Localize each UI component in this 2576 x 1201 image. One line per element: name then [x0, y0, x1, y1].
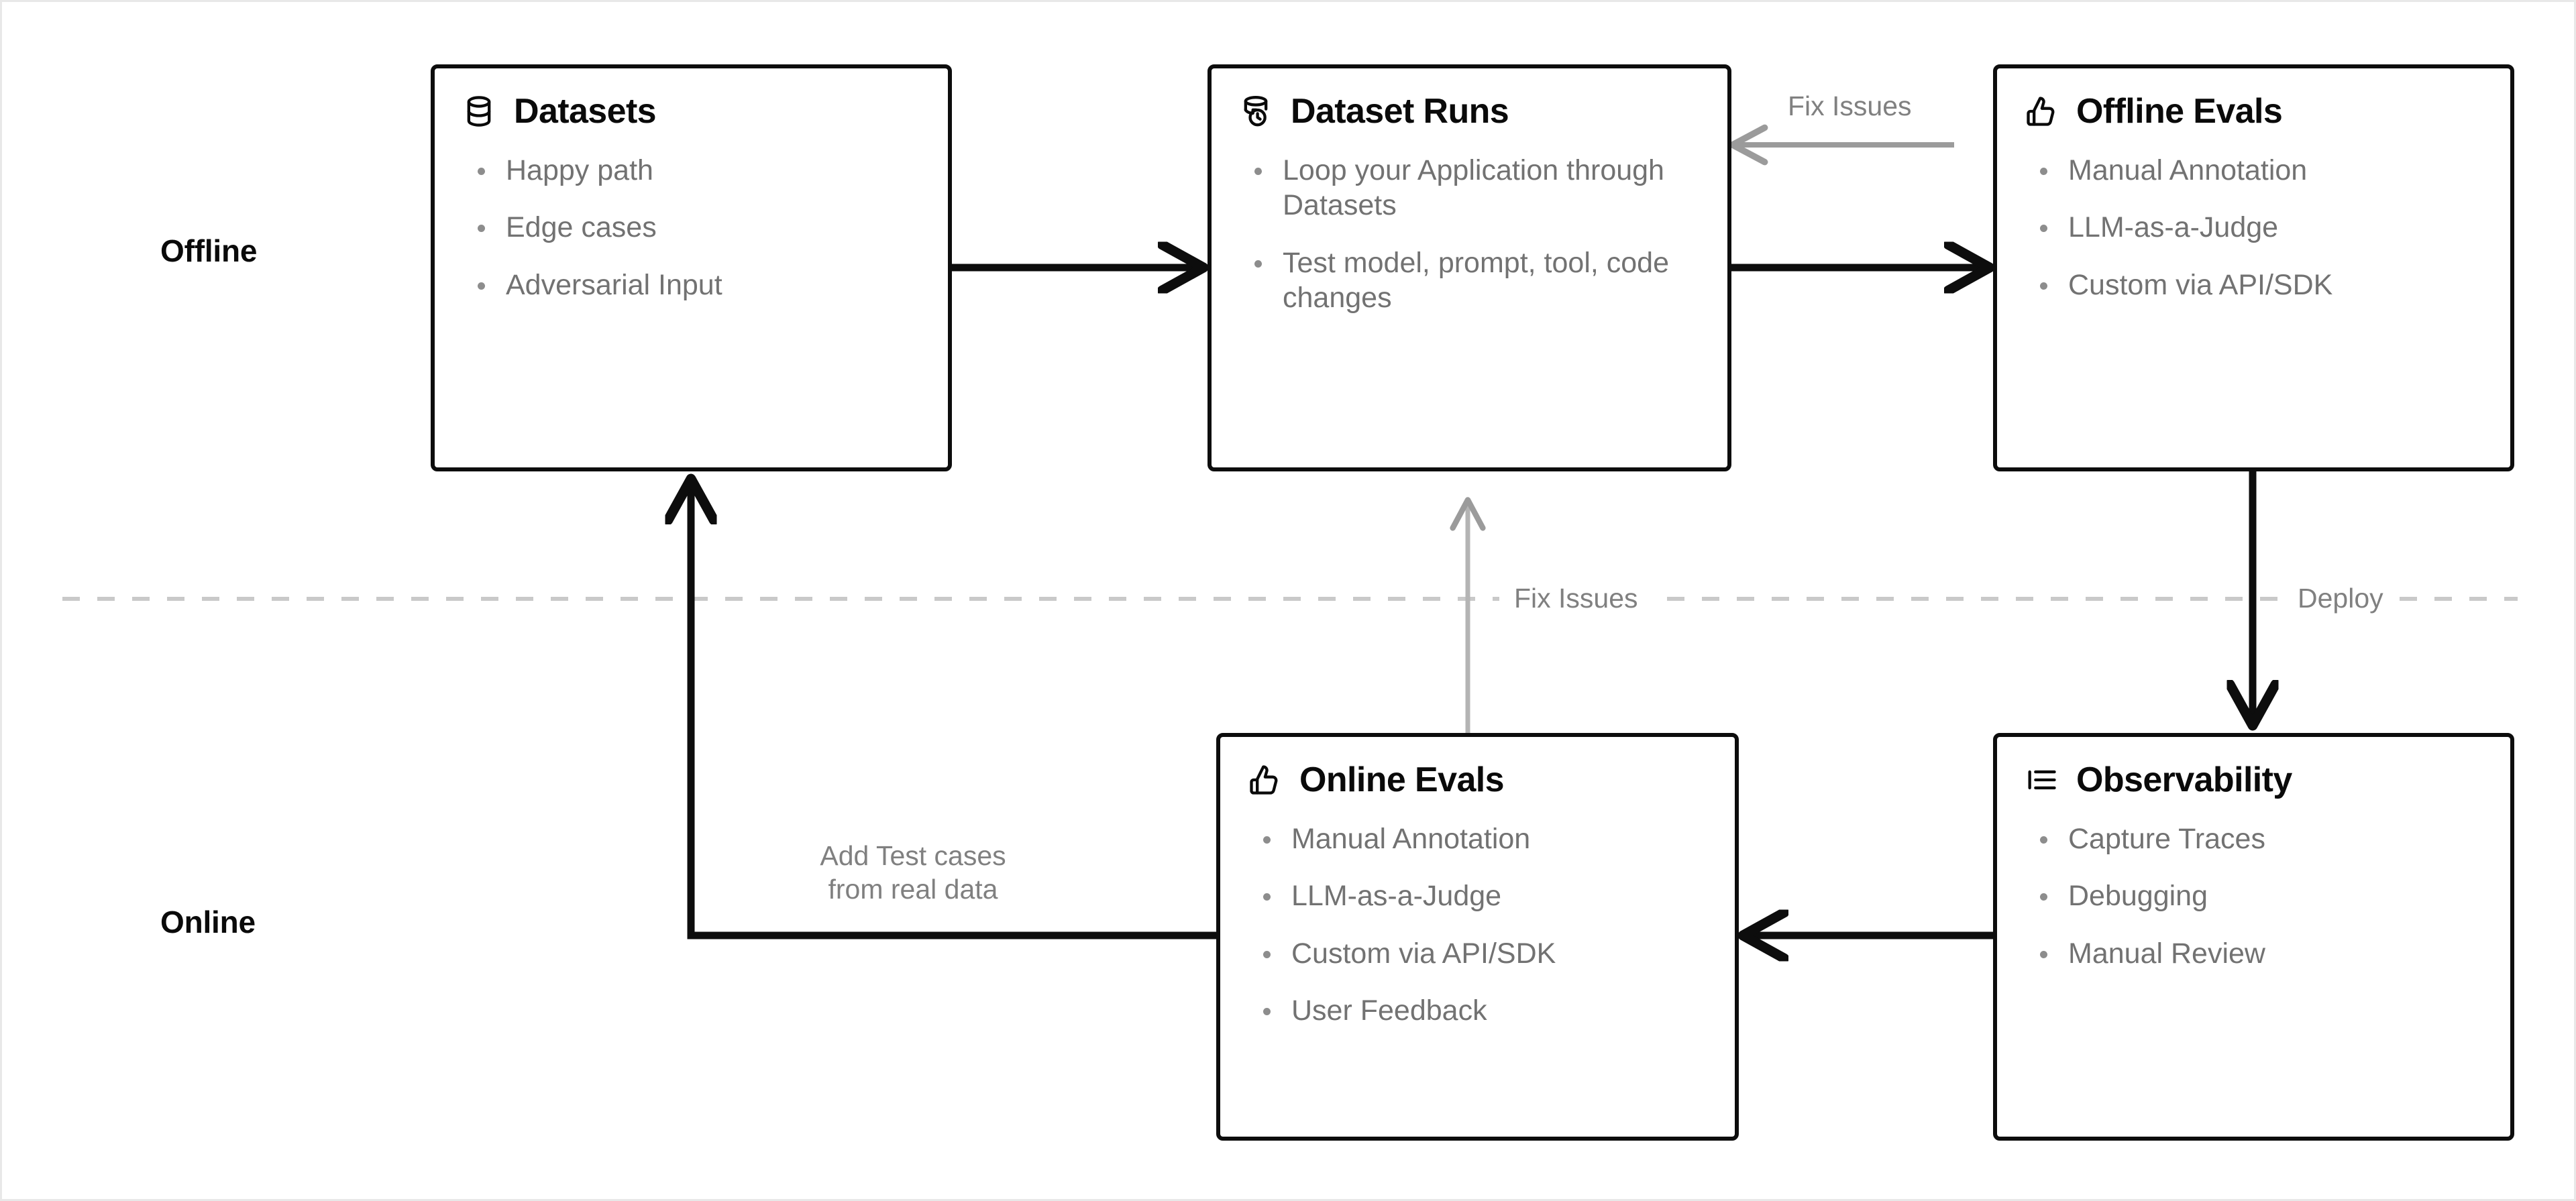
node-dataset-runs-title: Dataset Runs [1291, 92, 1509, 131]
edge-label-fix-issues-top: Fix Issues [1788, 91, 1912, 121]
node-offline-evals-header: Offline Evals [1997, 68, 2510, 129]
node-offline-evals[interactable]: Offline Evals Manual Annotation LLM-as-a… [1993, 64, 2514, 471]
node-dataset-runs-header: Dataset Runs [1212, 68, 1727, 129]
edge-label-add-test-cases-line2: from real data [828, 874, 998, 905]
thumbs-up-icon [1247, 762, 1282, 797]
node-observability[interactable]: Observability Capture Traces Debugging M… [1993, 733, 2514, 1141]
node-online-evals-title: Online Evals [1299, 760, 1505, 799]
list-item: Edge cases [476, 210, 921, 245]
list-item: Custom via API/SDK [2039, 268, 2483, 302]
node-observability-header: Observability [1997, 737, 2510, 797]
list-item: Custom via API/SDK [1262, 936, 1708, 971]
node-dataset-runs[interactable]: Dataset Runs Loop your Application throu… [1208, 64, 1731, 471]
list-item: Adversarial Input [476, 268, 921, 302]
list-tree-icon [2024, 762, 2059, 797]
node-datasets-header: Datasets [435, 68, 948, 129]
list-item: LLM-as-a-Judge [1262, 878, 1708, 913]
node-datasets-title: Datasets [514, 92, 657, 131]
node-dataset-runs-items: Loop your Application through Datasets T… [1212, 153, 1727, 316]
divider-label-fix-issues: Fix Issues [1499, 581, 1653, 616]
node-online-evals-header: Online Evals [1220, 737, 1735, 797]
list-item: Happy path [476, 153, 921, 188]
list-item: Manual Annotation [2039, 153, 2483, 188]
list-item: Loop your Application through Datasets [1253, 153, 1701, 223]
edge-label-add-test-cases: Add Test cases from real data [796, 839, 1030, 906]
node-observability-title: Observability [2076, 760, 2292, 799]
divider-label-deploy: Deploy [2283, 581, 2398, 616]
list-item: Manual Review [2039, 936, 2483, 971]
node-online-evals[interactable]: Online Evals Manual Annotation LLM-as-a-… [1216, 733, 1739, 1141]
list-item: Test model, prompt, tool, code changes [1253, 245, 1701, 316]
edge-label-add-test-cases-line1: Add Test cases [820, 840, 1006, 871]
node-datasets-items: Happy path Edge cases Adversarial Input [435, 153, 948, 302]
list-item: Capture Traces [2039, 821, 2483, 856]
list-item: LLM-as-a-Judge [2039, 210, 2483, 245]
node-offline-evals-items: Manual Annotation LLM-as-a-Judge Custom … [1997, 153, 2510, 302]
lane-label-online: Online [160, 905, 256, 939]
thumbs-up-icon [2024, 94, 2059, 129]
database-rerun-icon [1238, 94, 1273, 129]
node-offline-evals-title: Offline Evals [2076, 92, 2283, 131]
list-item: User Feedback [1262, 993, 1708, 1028]
node-online-evals-items: Manual Annotation LLM-as-a-Judge Custom … [1220, 821, 1735, 1029]
lane-label-offline: Offline [160, 233, 258, 268]
list-item: Manual Annotation [1262, 821, 1708, 856]
list-item: Debugging [2039, 878, 2483, 913]
node-observability-items: Capture Traces Debugging Manual Review [1997, 821, 2510, 971]
node-datasets[interactable]: Datasets Happy path Edge cases Adversari… [431, 64, 952, 471]
database-icon [462, 94, 496, 129]
